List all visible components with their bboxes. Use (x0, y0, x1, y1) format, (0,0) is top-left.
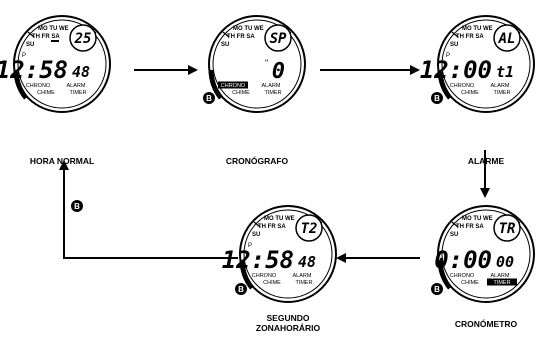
caption-line: CRONÓGRAFO (225, 156, 289, 166)
svg-text:B: B (206, 94, 212, 103)
day-labels-top: MO TU WE (233, 26, 264, 32)
caption-line: CRONÓMETRO (454, 319, 518, 329)
mode-label-chrono: CHRONO (221, 83, 246, 89)
sub-dial (69, 24, 97, 52)
seconds-digits: 48 (72, 63, 90, 81)
pm-indicator: P (22, 53, 26, 59)
day-labels-mid: TH FR SA (227, 34, 255, 40)
sub-dial-value: AL (498, 31, 516, 47)
sub-dial-value: T2 (301, 221, 318, 237)
arrow-dualtime-to-normal (59, 160, 238, 259)
mode-label-alarm: ALARM (293, 273, 312, 279)
mode-label-timer: TIMER (493, 280, 510, 286)
seconds-digits: 48 (298, 253, 316, 271)
day-labels-mid: TH FR SA (258, 224, 286, 230)
caption-line: HORA NORMAL (29, 156, 95, 166)
caption-line: SEGUNDO (266, 313, 310, 323)
day-labels-top: MO TU WE (462, 216, 493, 222)
day-labels-mid: TH FR SA (456, 224, 484, 230)
caption-line: ALARME (467, 156, 505, 166)
mode-label-timer: TIMER (295, 280, 312, 286)
svg-text:B: B (434, 94, 440, 103)
pm-indicator: P (248, 243, 252, 249)
main-digits: 0 (272, 59, 285, 84)
caption-chronograph: CRONÓGRAFO (207, 156, 307, 166)
mode-label-chrono: CHRONO (450, 273, 475, 279)
day-labels-mid: TH FR SA (456, 34, 484, 40)
mode-label-chime: CHIME (232, 90, 250, 96)
mode-label-chrono: CHRONO (450, 83, 475, 89)
mode-label-chime: CHIME (461, 280, 479, 286)
caption-line: ZONAHORÁRIO (255, 323, 321, 333)
caption-timer: CRONÓMETRO (436, 319, 536, 329)
bezel-accent (437, 259, 453, 290)
day-labels-bottom: SU (221, 42, 229, 48)
mode-label-chrono: CHRONO (26, 83, 51, 89)
day-labels-bottom: SU (26, 42, 34, 48)
mode-label-chime: CHIME (37, 90, 55, 96)
day-labels-bottom: SU (252, 232, 260, 238)
seconds-digits: 00 (496, 253, 514, 271)
day-labels-mid: TH FR SA (32, 34, 60, 40)
sub-dial (295, 214, 323, 242)
watch-chronograph: MO TU WE TH FR SA SU SP 0 " CHRONO ALARM CHIME TI… (203, 15, 306, 113)
mode-label-timer: TIMER (264, 90, 281, 96)
mode-label-alarm: ALARM (262, 83, 281, 89)
b-button-icon: B (431, 283, 443, 295)
mode-label-chime: CHIME (461, 90, 479, 96)
svg-text:B: B (238, 285, 244, 294)
mode-label-alarm: ALARM (67, 83, 86, 89)
caption-normal-time: HORA NORMAL (12, 156, 112, 166)
b-button-return-path: B (71, 200, 83, 212)
day-labels-bottom: SU (450, 42, 458, 48)
seconds-digits: t1 (496, 63, 514, 81)
mode-label-alarm: ALARM (491, 83, 510, 89)
bezel-accent (239, 259, 255, 290)
sub-dial-value: 25 (74, 31, 92, 47)
mode-label-chime: CHIME (263, 280, 281, 286)
b-button-icon: B (203, 92, 215, 104)
sub-dial (264, 24, 292, 52)
sub-dial (493, 24, 521, 52)
svg-text:": " (265, 58, 268, 68)
svg-text:B: B (74, 202, 80, 211)
day-labels-top: MO TU WE (462, 26, 493, 32)
sub-dial (493, 214, 521, 242)
day-labels-bottom: SU (450, 232, 458, 238)
mode-label-chrono: CHRONO (252, 273, 277, 279)
b-button-icon: B (431, 92, 443, 104)
sub-dial-value: TR (499, 221, 516, 237)
pm-indicator: P (446, 53, 450, 59)
main-digits: 0:00 (434, 246, 492, 274)
caption-alarm: ALARME (436, 156, 536, 166)
main-digits: 12:58 (0, 56, 68, 84)
main-digits: 12:00 (420, 56, 492, 84)
day-labels-top: MO TU WE (38, 26, 69, 32)
sub-dial-value: SP (270, 31, 287, 47)
b-button-icon: B (235, 283, 247, 295)
bezel-accent (13, 69, 29, 100)
svg-text:B: B (434, 285, 440, 294)
mode-label-timer: TIMER (493, 90, 510, 96)
main-digits: 12:58 (222, 246, 294, 274)
bezel-accent (208, 69, 224, 100)
day-labels-top: MO TU WE (264, 216, 295, 222)
mode-label-alarm: ALARM (491, 273, 510, 279)
mode-label-timer: TIMER (69, 90, 86, 96)
bezel-accent (437, 69, 453, 100)
